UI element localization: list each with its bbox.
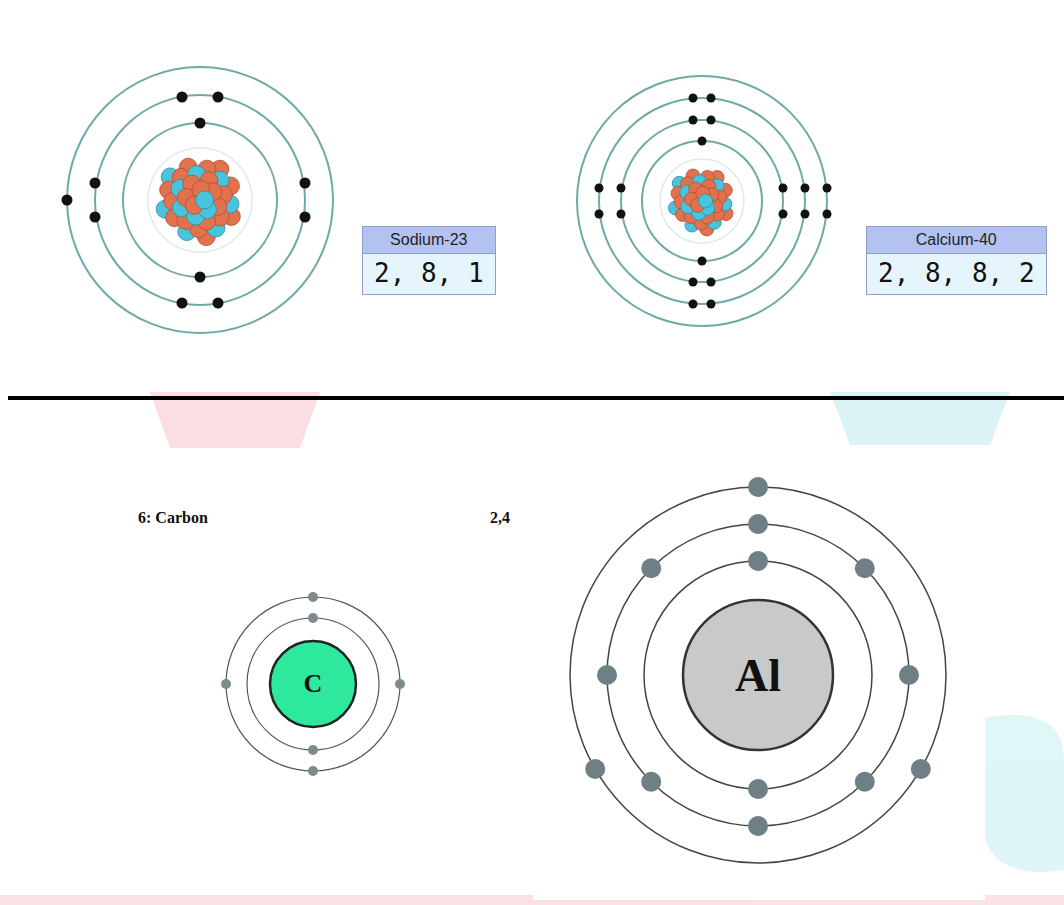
element-label-box: Sodium-232, 8, 1: [362, 226, 496, 295]
electron-configuration: 2, 8, 8, 2: [867, 254, 1046, 294]
panel: [533, 448, 985, 900]
isotope-name: Sodium-23: [363, 227, 495, 254]
carbon-atom: [221, 592, 405, 776]
aluminium-nucleus: Al: [681, 598, 835, 752]
element-symbol: Al: [735, 649, 781, 702]
separator-line: [8, 396, 1064, 400]
sodium-atom: [62, 67, 334, 333]
element-symbol: C: [304, 669, 323, 699]
watermark-shapes: [0, 392, 1064, 905]
element-heading: 6: Carbon: [138, 509, 208, 527]
element-label-box: Calcium-402, 8, 8, 2: [866, 226, 1047, 295]
electron-configuration: 2, 8, 1: [363, 254, 495, 294]
electron-configuration: 2,4: [490, 509, 510, 527]
aluminium-atom: [570, 477, 946, 863]
isotope-name: Calcium-40: [867, 227, 1046, 254]
carbon-nucleus: C: [268, 639, 358, 729]
calcium-atom: [577, 76, 832, 326]
